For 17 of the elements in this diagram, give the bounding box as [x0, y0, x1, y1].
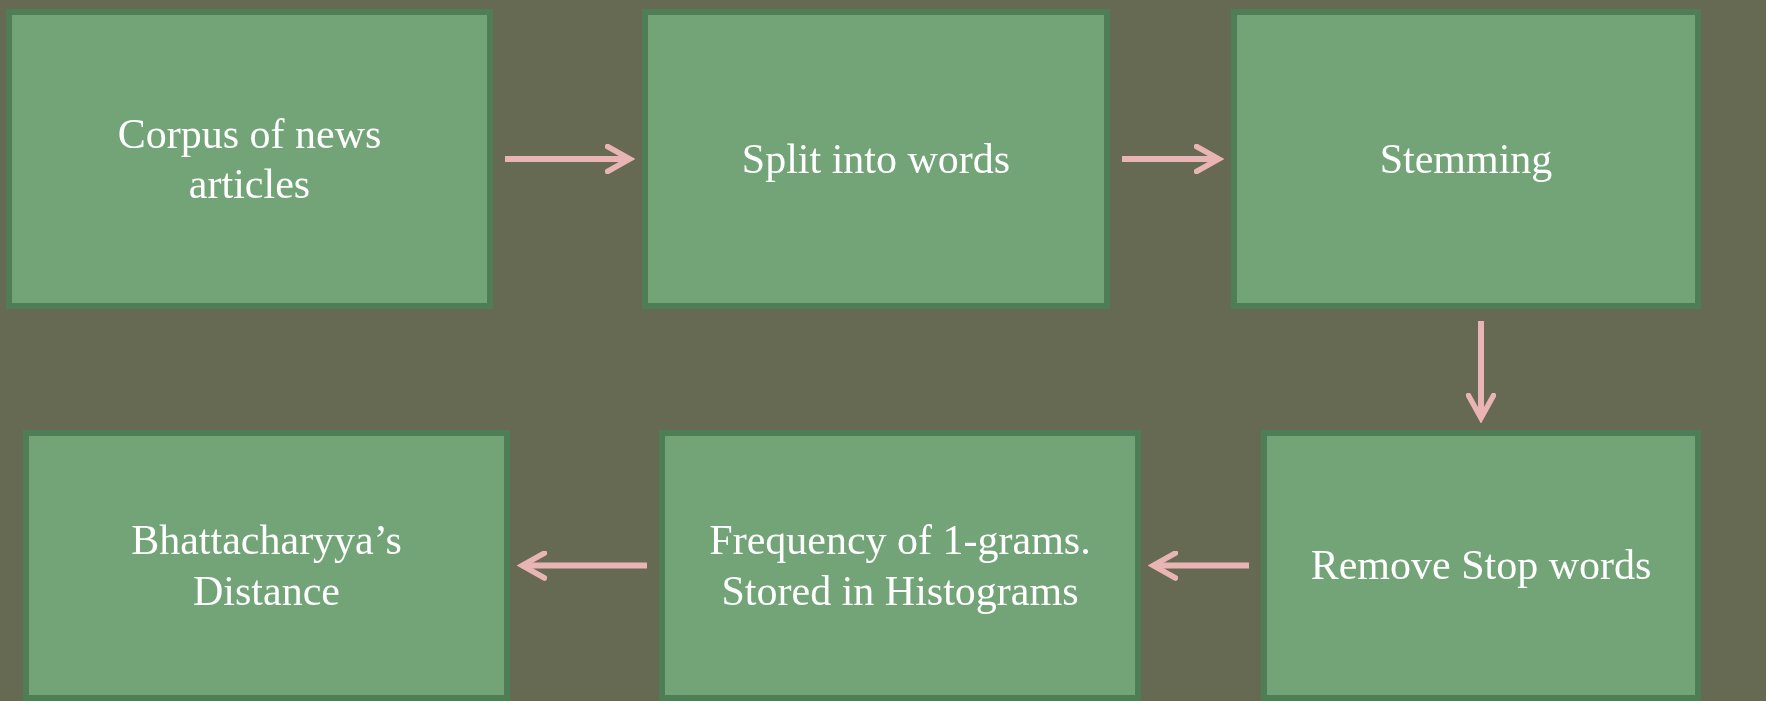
- box-label: Remove Stop words: [1310, 541, 1652, 591]
- box-label: Split into words: [741, 134, 1011, 184]
- process-box: [659, 430, 1141, 701]
- arrow: [519, 550, 647, 581]
- arrow: [505, 143, 633, 175]
- process-box: [6, 9, 493, 309]
- process-box: [1231, 9, 1701, 309]
- arrow: [1465, 321, 1497, 421]
- arrow: [1122, 143, 1222, 175]
- box-label: Stemming: [1379, 134, 1553, 184]
- box-label: Frequency of 1-grams. Stored in Histograms: [708, 516, 1092, 616]
- arrow: [1150, 550, 1249, 581]
- box-label: Corpus of news articles: [116, 109, 383, 209]
- process-box: [642, 9, 1110, 309]
- process-box: [1261, 430, 1701, 701]
- box-label: Bhattacharyya’s Distance: [130, 516, 403, 616]
- process-box: [23, 430, 510, 701]
